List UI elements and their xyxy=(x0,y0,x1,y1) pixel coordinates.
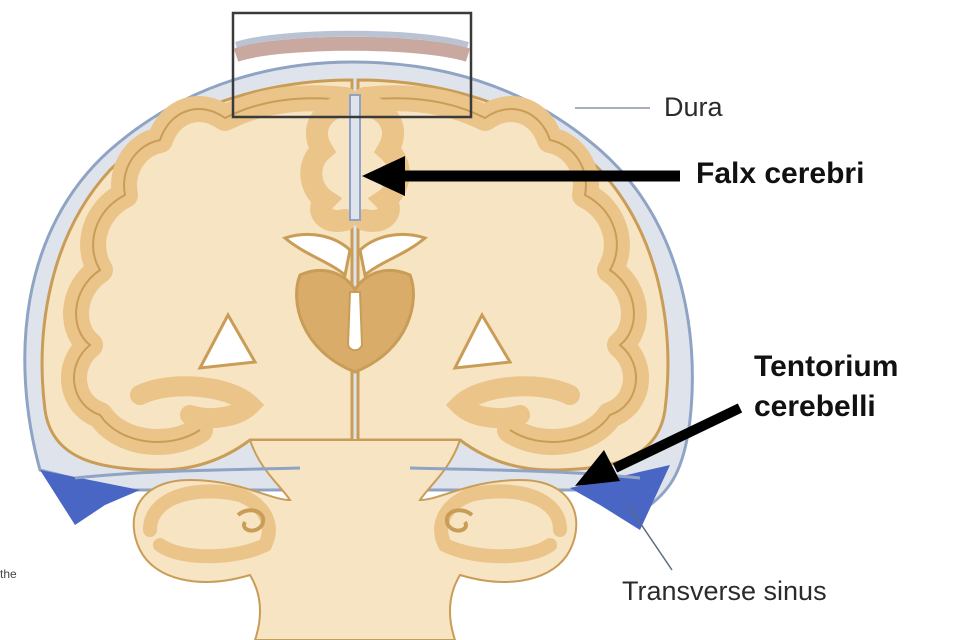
tentorium-label-line1: Tentorium xyxy=(754,350,898,384)
transverse-sinus-label: Transverse sinus xyxy=(622,576,827,607)
third-ventricle xyxy=(348,292,362,350)
edge-caption-fragment: the xyxy=(0,567,17,581)
meninges-layers xyxy=(236,44,468,55)
dura-label: Dura xyxy=(664,92,723,123)
falx-cerebri xyxy=(350,95,360,220)
tentorium-label-line2: cerebelli xyxy=(754,390,876,424)
transverse-leader-line xyxy=(628,505,672,570)
falx-cerebri-label: Falx cerebri xyxy=(696,157,864,191)
